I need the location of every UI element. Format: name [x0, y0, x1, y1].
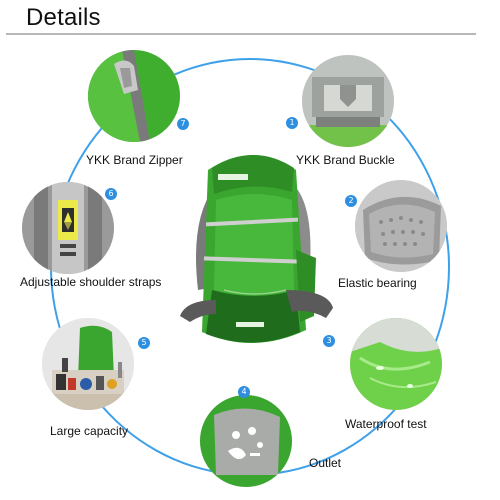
- feature-label-elastic-bearing: Elastic bearing: [338, 276, 417, 290]
- feature-label-zipper: YKK Brand Zipper: [86, 153, 183, 167]
- feature-badge-6: 6: [105, 188, 117, 200]
- feature-badge-1: 1: [286, 117, 298, 129]
- waterproof-thumbnail: [350, 318, 442, 410]
- feature-badge-7: 7: [177, 118, 189, 130]
- shoulder-straps-thumbnail: [22, 182, 114, 274]
- feature-badge-4: 4: [238, 386, 250, 398]
- feature-label-shoulder-straps: Adjustable shoulder straps: [20, 275, 162, 289]
- outlet-thumbnail: [200, 395, 292, 487]
- feature-label-large-capacity: Large capacity: [50, 424, 129, 438]
- feature-label-waterproof: Waterproof test: [345, 417, 427, 431]
- title-divider: [6, 33, 476, 35]
- page-title: Details: [26, 4, 101, 31]
- feature-label-outlet: Outlet: [309, 456, 342, 470]
- zipper-thumbnail: [88, 50, 180, 142]
- feature-badge-2: 2: [345, 195, 357, 207]
- large-capacity-thumbnail: [42, 318, 134, 410]
- buckle-thumbnail: [302, 55, 394, 147]
- feature-badge-5: 5: [138, 337, 150, 349]
- backpack-image: [168, 140, 338, 370]
- feature-badge-3: 3: [323, 335, 335, 347]
- elastic-bearing-thumbnail: [355, 180, 447, 272]
- feature-label-buckle: YKK Brand Buckle: [296, 153, 395, 167]
